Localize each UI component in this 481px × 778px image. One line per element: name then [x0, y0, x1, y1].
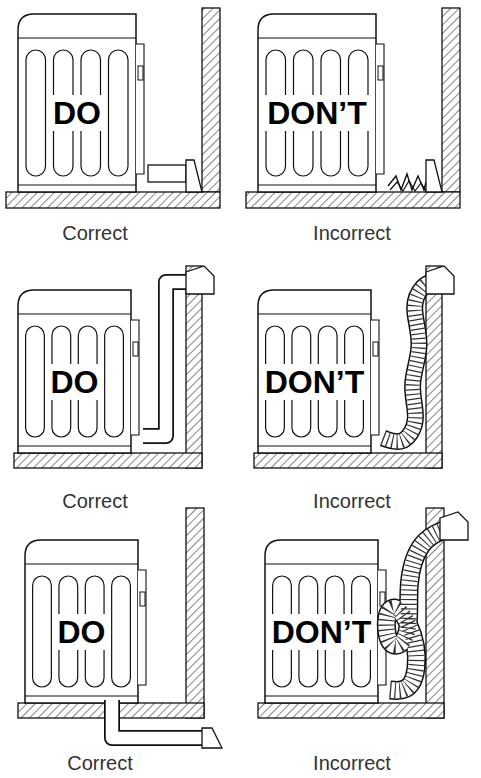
dryer-top-line	[258, 313, 371, 314]
do-dont-label: DO	[55, 614, 109, 650]
caption: Correct	[60, 222, 130, 244]
dryer-top-line	[18, 313, 131, 314]
dryer-label-box: DON’T	[258, 44, 376, 182]
dryer-body	[18, 290, 139, 453]
crushed-duct	[388, 174, 426, 190]
dryer-top-line	[18, 37, 136, 38]
rigid-duct	[148, 165, 186, 182]
vent-hood	[426, 160, 442, 192]
vent-hood	[186, 160, 202, 192]
flex-duct-ribs	[386, 530, 444, 691]
dryer-base-line	[18, 446, 131, 447]
dryer-back-panel	[371, 320, 379, 435]
vent-hood	[426, 266, 454, 294]
vent-hood	[186, 266, 214, 294]
wall	[202, 8, 220, 192]
dryer-base-line	[258, 446, 371, 447]
dryer-outline	[258, 14, 376, 192]
illustration-group	[6, 8, 468, 748]
rigid-duct-inner	[112, 700, 204, 738]
dryer-label-box: DON’T	[258, 320, 371, 443]
flex-duct-fill	[386, 530, 444, 691]
dryer-body	[258, 14, 384, 192]
dryer-knob	[140, 592, 145, 606]
dryer-back-panel	[138, 570, 146, 685]
dryer-outline	[265, 540, 378, 703]
dryer-body	[18, 14, 144, 192]
wall	[186, 508, 204, 718]
dryer-outline	[25, 540, 138, 703]
vent-hood	[202, 728, 222, 748]
caption: Correct	[65, 752, 135, 774]
dryer-top-line	[258, 37, 376, 38]
dryer-knob	[138, 66, 143, 80]
caption: Incorrect	[311, 222, 393, 244]
caption: Correct	[60, 490, 130, 512]
flex-duct-ribs	[383, 283, 430, 442]
crushed-duct	[390, 181, 426, 191]
dryer-outline	[258, 290, 371, 453]
flex-duct-outline	[386, 530, 444, 691]
wall	[442, 8, 460, 192]
dryer-outline	[18, 290, 131, 453]
dryer-body	[25, 540, 146, 703]
dryer-knob	[373, 342, 378, 356]
dryer-slot	[26, 50, 46, 176]
dryer-base-line	[18, 185, 136, 186]
floor	[254, 453, 442, 468]
dryer-label-box: DO	[18, 44, 136, 182]
dryer-base-line	[258, 185, 376, 186]
wall	[186, 266, 202, 468]
dryer-slot	[112, 576, 131, 687]
do-dont-label: DON’T	[262, 364, 368, 400]
floor	[246, 192, 460, 208]
dryer-outline	[18, 14, 136, 192]
dryer-base-line	[265, 696, 378, 697]
dryer-body	[265, 540, 386, 703]
dryer-knob	[378, 66, 383, 80]
dryer-back-panel	[131, 320, 139, 435]
dryer-label-box: DO	[18, 320, 131, 443]
flex-duct-outline	[383, 283, 430, 442]
rigid-duct-inner	[143, 282, 188, 436]
flex-duct-fill	[383, 283, 430, 442]
do-dont-label: DON’T	[264, 95, 370, 131]
dryer-top-line	[265, 563, 378, 564]
dryer-label-box: DO	[25, 570, 138, 693]
do-dont-label: DO	[48, 364, 102, 400]
dryer-slot	[109, 50, 129, 176]
dryer-base-line	[25, 696, 138, 697]
dryer-slot	[33, 576, 52, 687]
rigid-duct	[112, 700, 204, 738]
dryer-slot	[26, 326, 45, 437]
rigid-duct	[143, 282, 188, 436]
vent-hood	[440, 512, 468, 540]
dryer-back-panel	[136, 44, 144, 174]
wall	[426, 266, 442, 468]
floor	[258, 703, 444, 718]
do-dont-label: DO	[50, 95, 104, 131]
dryer-label-box: DON’T	[265, 570, 378, 693]
dryer-top-line	[25, 563, 138, 564]
floor	[6, 192, 220, 208]
dryer-body	[258, 290, 379, 453]
caption: Incorrect	[311, 752, 393, 774]
dryer-back-panel	[376, 44, 384, 174]
caption: Incorrect	[311, 490, 393, 512]
do-dont-label: DON’T	[269, 614, 375, 650]
floor	[14, 453, 202, 468]
dryer-slot	[105, 326, 124, 437]
dryer-knob	[133, 342, 138, 356]
